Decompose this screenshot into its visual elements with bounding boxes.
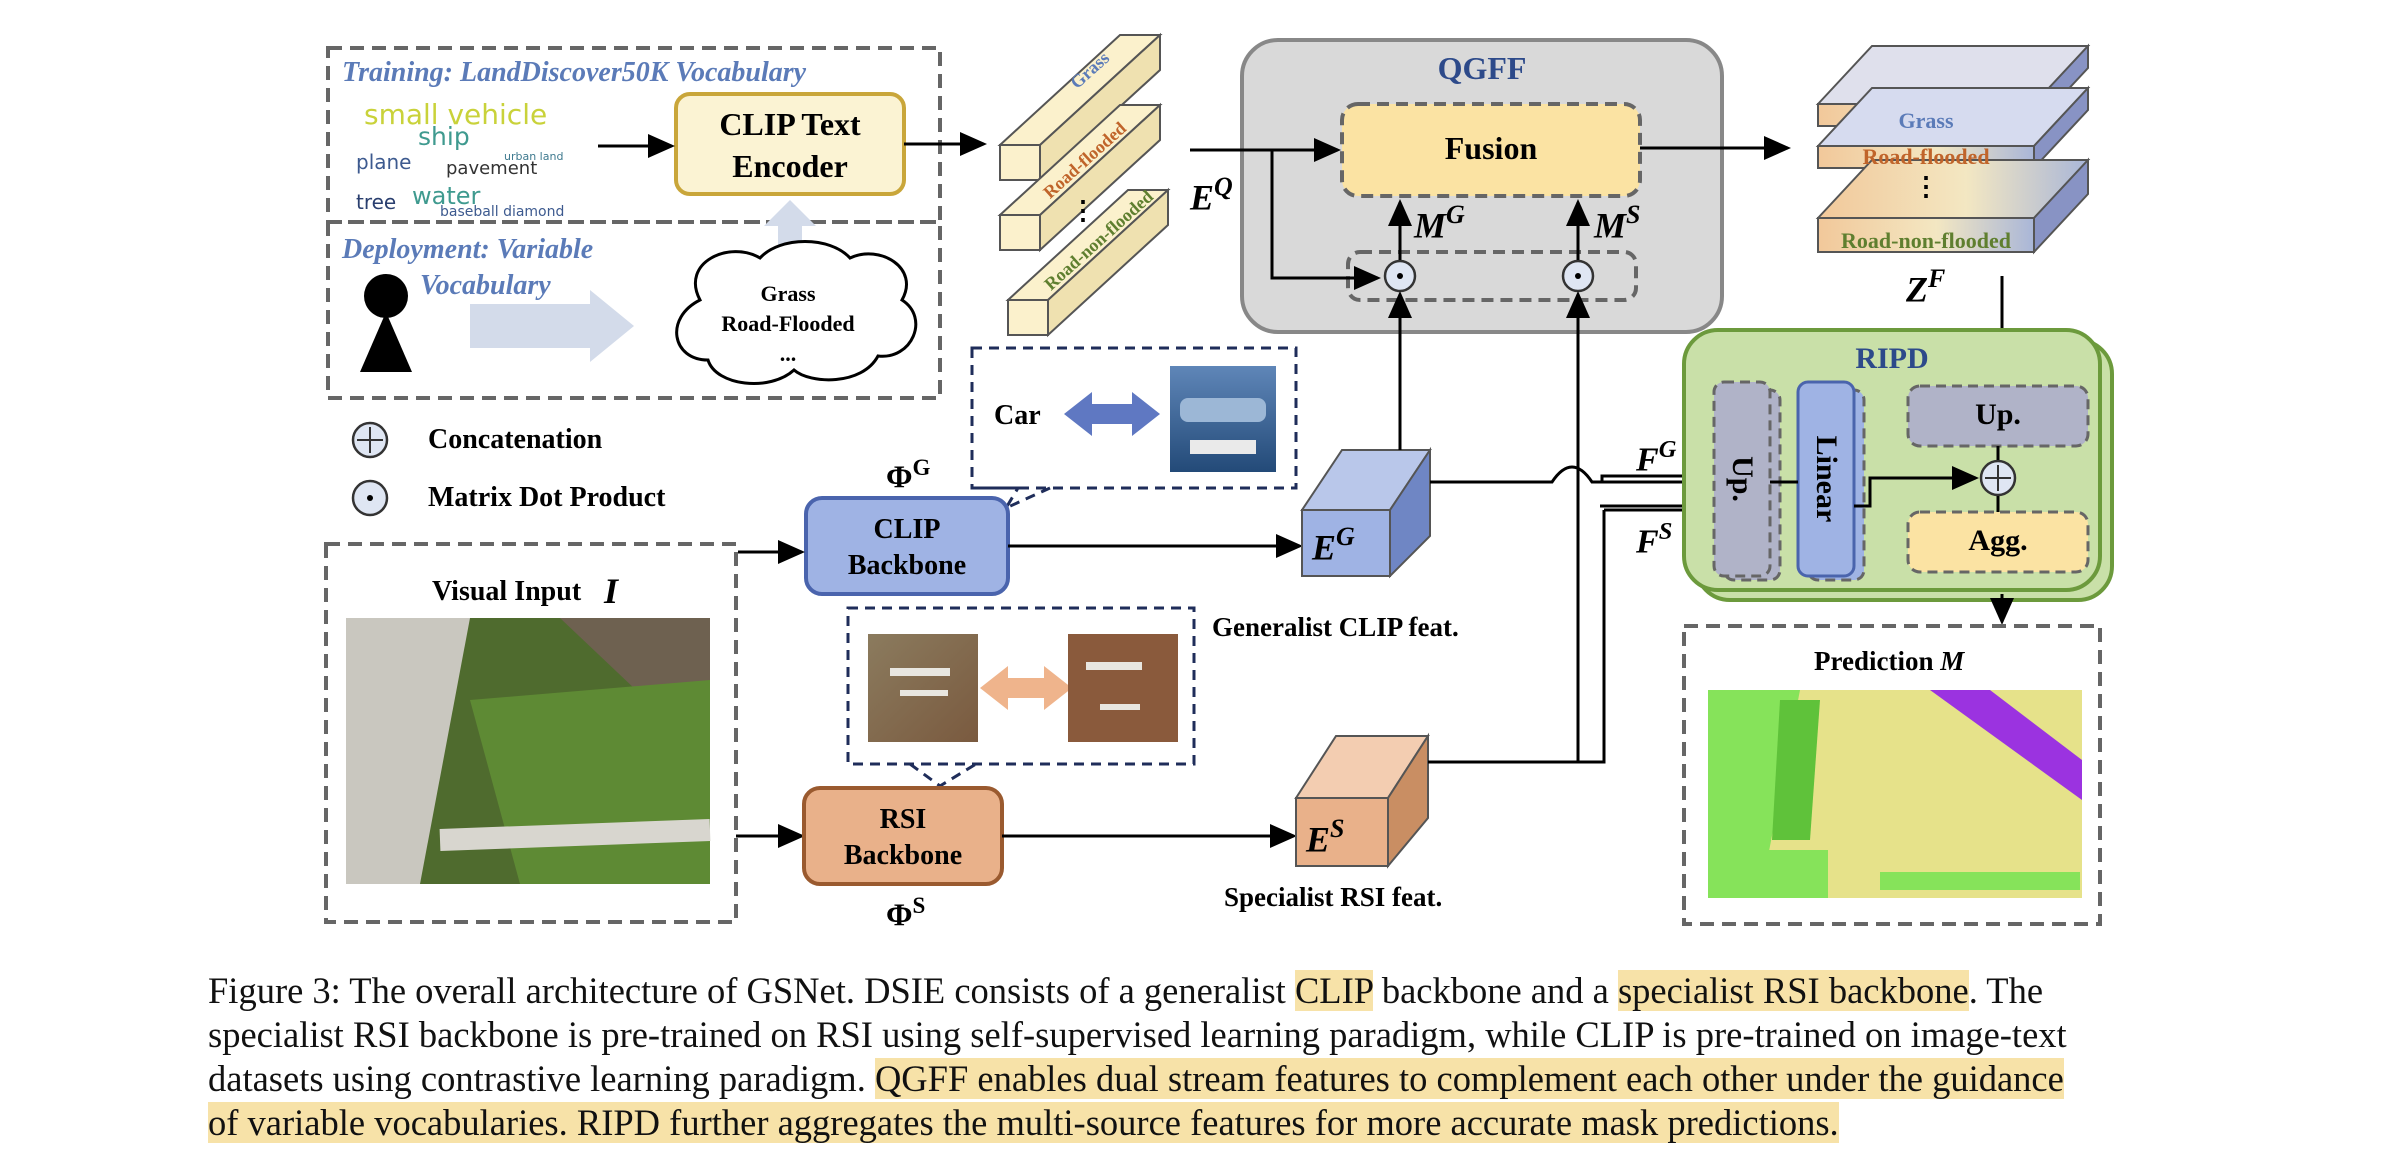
- caption-line-3: datasets using contrastive learning para…: [208, 1058, 2064, 1099]
- cloud-item-grass: Grass: [760, 281, 816, 306]
- output-feature-stack: [1815, 43, 2091, 255]
- caption-line-2: specialist RSI backbone is pre-trained o…: [208, 1014, 2067, 1055]
- cloud-item-ellipsis: ...: [779, 341, 797, 366]
- es-symbol: ES: [1306, 814, 1345, 860]
- caption-line-4: of variable vocabularies. RIPD further a…: [208, 1102, 1839, 1143]
- car-double-arrow: [1064, 392, 1160, 436]
- car-panel: [970, 346, 1298, 490]
- visual-input-panel: [324, 542, 738, 924]
- output-label-grass: Grass: [1898, 108, 1954, 133]
- rsi-backbone-line2: Backbone: [843, 840, 963, 871]
- fg-symbol: FG: [1636, 436, 1677, 479]
- rsi-compare-panel: [846, 606, 1196, 766]
- ripd-linear-label: Linear: [1810, 435, 1843, 523]
- dot-product-box: [1346, 250, 1638, 302]
- training-vocab-title: Training: LandDiscover50K Vocabulary: [342, 57, 807, 88]
- specialist-feat-label: Specialist RSI feat.: [1224, 882, 1443, 912]
- legend-concatenation: Concatenation: [428, 424, 603, 455]
- ripd-concat-icon: [1979, 459, 2017, 497]
- ripd-up-vertical-label: Up.: [1726, 456, 1759, 502]
- clip-backbone-line2: Backbone: [847, 550, 967, 581]
- qgff-title: QGFF: [1437, 50, 1527, 86]
- fusion-block: [1340, 102, 1642, 198]
- word-pavement: pavement: [446, 158, 538, 179]
- word-water: water: [412, 182, 481, 210]
- deployment-vocab-title-line2: Vocabulary: [420, 270, 551, 301]
- deployment-vocab-title-line1: Deployment: Variable: [342, 234, 594, 265]
- ripd-title: RIPD: [1855, 342, 1929, 375]
- legend-matrix-dot: Matrix Dot Product: [428, 482, 666, 513]
- text-embedding-bars: [997, 32, 1171, 338]
- rsi-image-1: [868, 634, 978, 742]
- word-urban-land: urban land: [504, 150, 564, 163]
- i-symbol: I: [604, 571, 619, 611]
- mg-symbol: MG: [1414, 200, 1465, 246]
- word-tree: tree: [356, 190, 397, 214]
- rsi-backbone-line1: RSI: [879, 804, 927, 835]
- ripd-agg-label: Agg.: [1968, 524, 2028, 557]
- prediction-panel: [1682, 624, 2102, 926]
- embed-ellipsis: ⋮: [1070, 196, 1096, 225]
- text-encoder-line1: CLIP Text: [719, 106, 861, 142]
- output-label-road-non-flooded: Road-non-flooded: [1841, 228, 2011, 253]
- word-small-vehicle: small vehicle: [364, 98, 548, 131]
- vocab-cloud: [675, 240, 918, 385]
- ripd-up-vertical: [1712, 380, 1772, 578]
- figure-caption: Figure 3: The overall architecture of GS…: [208, 969, 2218, 1145]
- word-ship: ship: [418, 122, 470, 151]
- ms-symbol: MS: [1594, 200, 1641, 246]
- word-baseball-diamond: baseball diamond: [440, 204, 565, 220]
- dot-product-icon-1: [1383, 259, 1417, 293]
- ripd-agg: [1906, 510, 2090, 574]
- visual-input-image: [346, 618, 711, 884]
- cloud-item-road-flooded: Road-Flooded: [721, 311, 855, 336]
- word-plane: plane: [356, 150, 412, 174]
- deploy-arrow: [470, 290, 634, 362]
- user-icon: [360, 274, 412, 372]
- output-ellipsis: ⋮: [1913, 172, 1939, 201]
- dot-product-icon-2: [1561, 259, 1595, 293]
- caption-line-1: Figure 3: The overall architecture of GS…: [208, 970, 2044, 1011]
- zf-symbol: ZF: [1906, 264, 1946, 310]
- deployment-vocab-box: [326, 220, 942, 400]
- output-label-road-flooded: Road-flooded: [1862, 144, 1990, 169]
- concatenation-icon: [351, 421, 389, 459]
- car-photo: [1170, 366, 1276, 472]
- phi-s-symbol: ΦS: [886, 892, 926, 933]
- training-vocab-box: [326, 46, 942, 224]
- ripd-linear: [1796, 380, 1856, 578]
- ripd-up-label: Up.: [1975, 398, 2021, 431]
- cloud-up-arrow: [764, 200, 816, 252]
- es-feature-cube: [1294, 732, 1430, 869]
- eq-symbol: EQ: [1190, 172, 1233, 218]
- visual-input-label: Visual Input: [432, 576, 582, 607]
- clip-backbone-line1: CLIP: [873, 514, 941, 545]
- eg-feature-cube: [1300, 446, 1432, 579]
- fusion-label: Fusion: [1444, 130, 1538, 166]
- phi-g-symbol: ΦG: [886, 454, 931, 495]
- prediction-label: Prediction M: [1814, 646, 1965, 676]
- prediction-mask-image: [1708, 690, 2082, 898]
- matrix-dot-icon: [351, 479, 389, 517]
- generalist-feat-label: Generalist CLIP feat.: [1212, 612, 1459, 642]
- car-label: Car: [994, 400, 1041, 431]
- text-encoder-line2: Encoder: [732, 148, 848, 184]
- rsi-image-2: [1068, 634, 1178, 742]
- eg-symbol: EG: [1312, 522, 1355, 568]
- rsi-double-arrow: [980, 666, 1072, 710]
- fs-symbol: FS: [1636, 518, 1673, 561]
